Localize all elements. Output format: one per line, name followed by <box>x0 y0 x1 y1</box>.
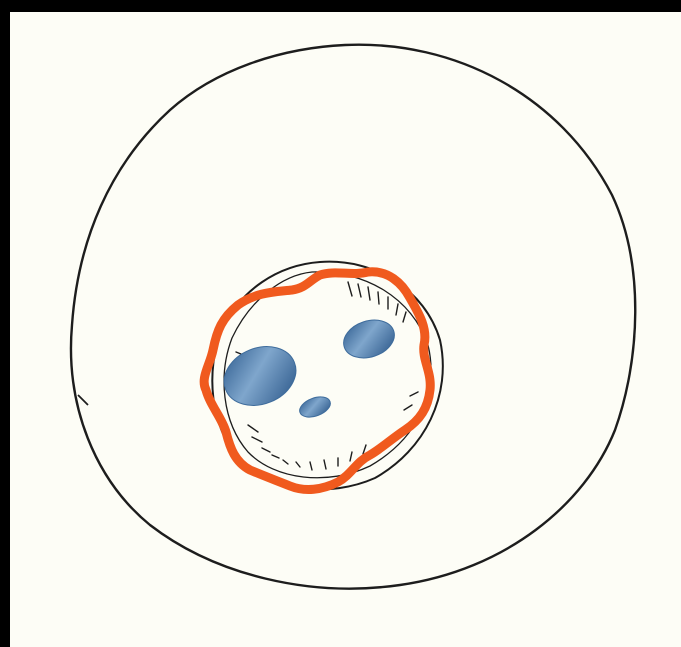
cell-outline-notch <box>78 395 88 405</box>
